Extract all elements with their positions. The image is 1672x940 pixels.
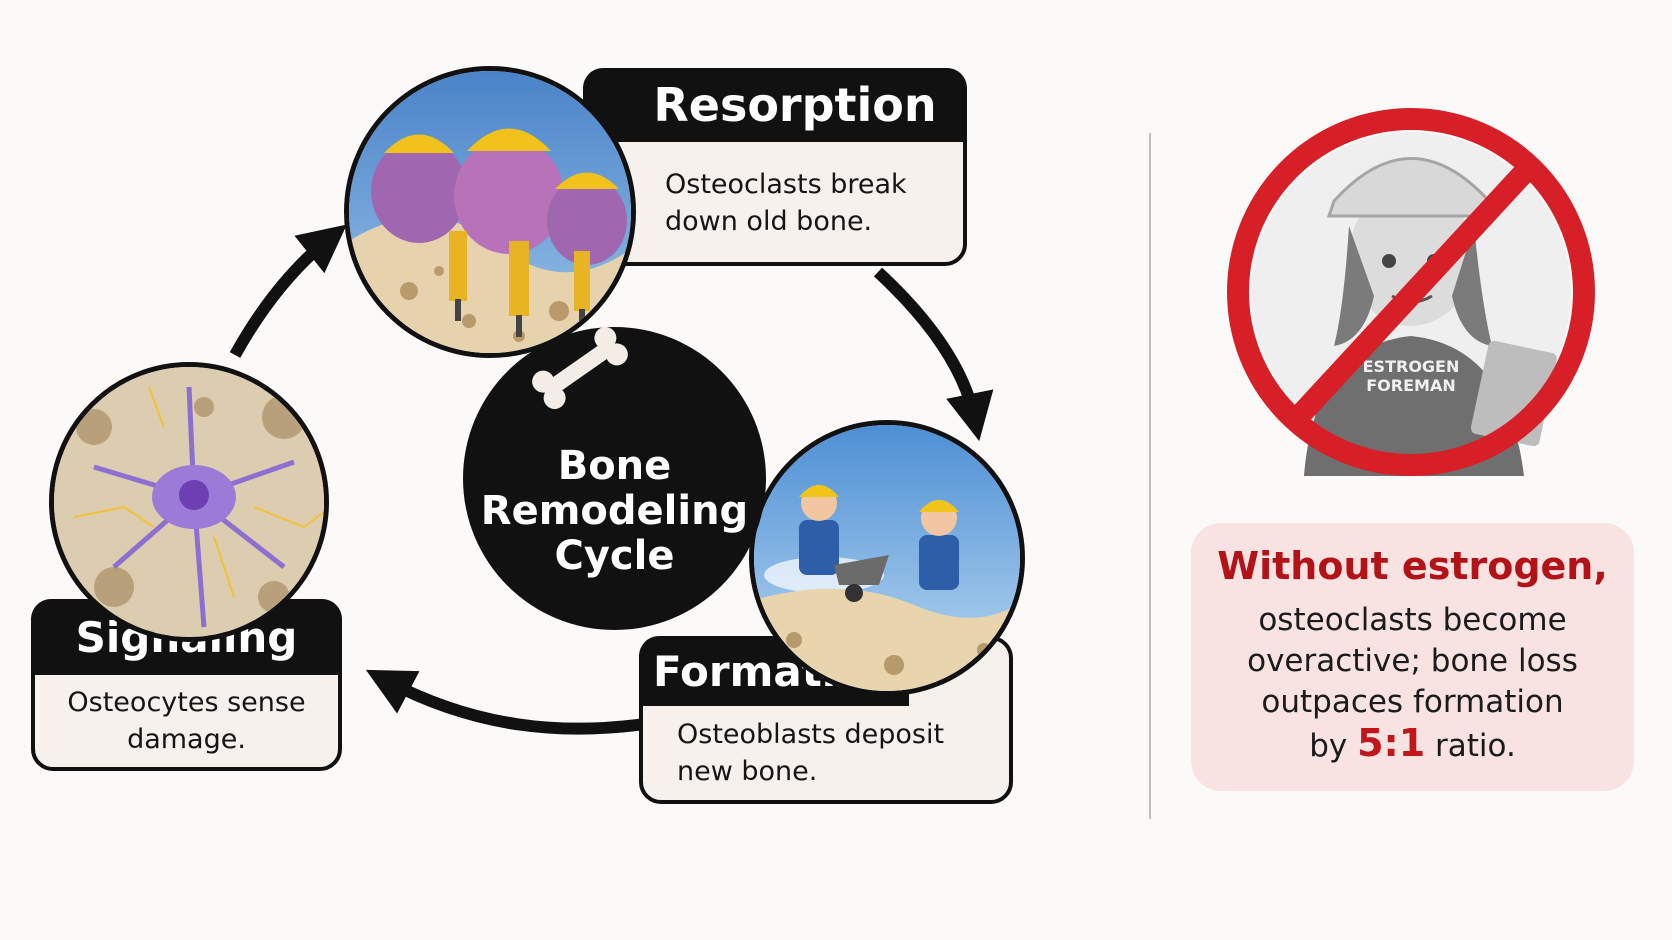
center-title: Bone Remodeling Cycle [463, 444, 766, 579]
arrow-resorption-to-formation [873, 267, 994, 442]
foreman-figure: ESTROGEN FOREMAN [1304, 157, 1557, 476]
resorption-description-line-1: Osteoclasts break [665, 169, 907, 200]
warning-line-1: osteoclasts become [1258, 602, 1567, 638]
formation-description-line-2: new bone. [677, 756, 818, 787]
bone-icon [532, 327, 628, 409]
foreman-shirt-text-line-1: ESTROGEN [1363, 357, 1460, 376]
signaling-description-line-2: damage. [127, 724, 246, 755]
center-title-line-2: Remodeling [480, 488, 749, 534]
warning-ratio-prefix: by [1309, 728, 1348, 764]
warning-ratio-value: 5:1 [1357, 721, 1426, 765]
resorption-description: Osteoclasts break down old bone. [665, 166, 960, 240]
signaling-illustration [49, 362, 329, 642]
warning-text: osteoclasts become overactive; bone loss… [1191, 600, 1634, 767]
formation-illustration [749, 420, 1025, 696]
warning-heading: Without estrogen, [1217, 544, 1608, 588]
resorption-illustration [344, 66, 636, 358]
formation-description: Osteoblasts deposit new bone. [677, 716, 997, 790]
warning-box [1191, 523, 1634, 791]
center-disc [463, 327, 766, 630]
osteocyte-network-image [54, 367, 324, 637]
osteoclasts-jackhammer-image [349, 71, 631, 353]
formation-description-line-1: Osteoblasts deposit [677, 719, 945, 750]
signaling-description: Osteocytes sense damage. [31, 684, 342, 758]
center-title-line-3: Cycle [554, 533, 675, 579]
arrow-formation-to-signaling [365, 669, 672, 735]
warning-ratio-line: by 5:1 ratio. [1191, 723, 1634, 767]
center-title-line-1: Bone [557, 443, 672, 489]
resorption-description-line-2: down old bone. [665, 206, 873, 237]
warning-line-2: overactive; bone loss [1247, 643, 1578, 679]
osteoblasts-builders-image [754, 425, 1020, 691]
resorption-title: Resorption [583, 68, 967, 142]
warning-ratio-suffix: ratio. [1435, 728, 1516, 764]
estrogen-foreman-prohibited-icon: ESTROGEN FOREMAN [1227, 108, 1595, 476]
section-divider [1149, 133, 1151, 819]
foreman-shirt-text-line-2: FOREMAN [1366, 376, 1455, 395]
warning-line-3: outpaces formation [1261, 684, 1564, 720]
arrow-signaling-to-resorption [229, 224, 347, 358]
signaling-description-line-1: Osteocytes sense [67, 687, 306, 718]
